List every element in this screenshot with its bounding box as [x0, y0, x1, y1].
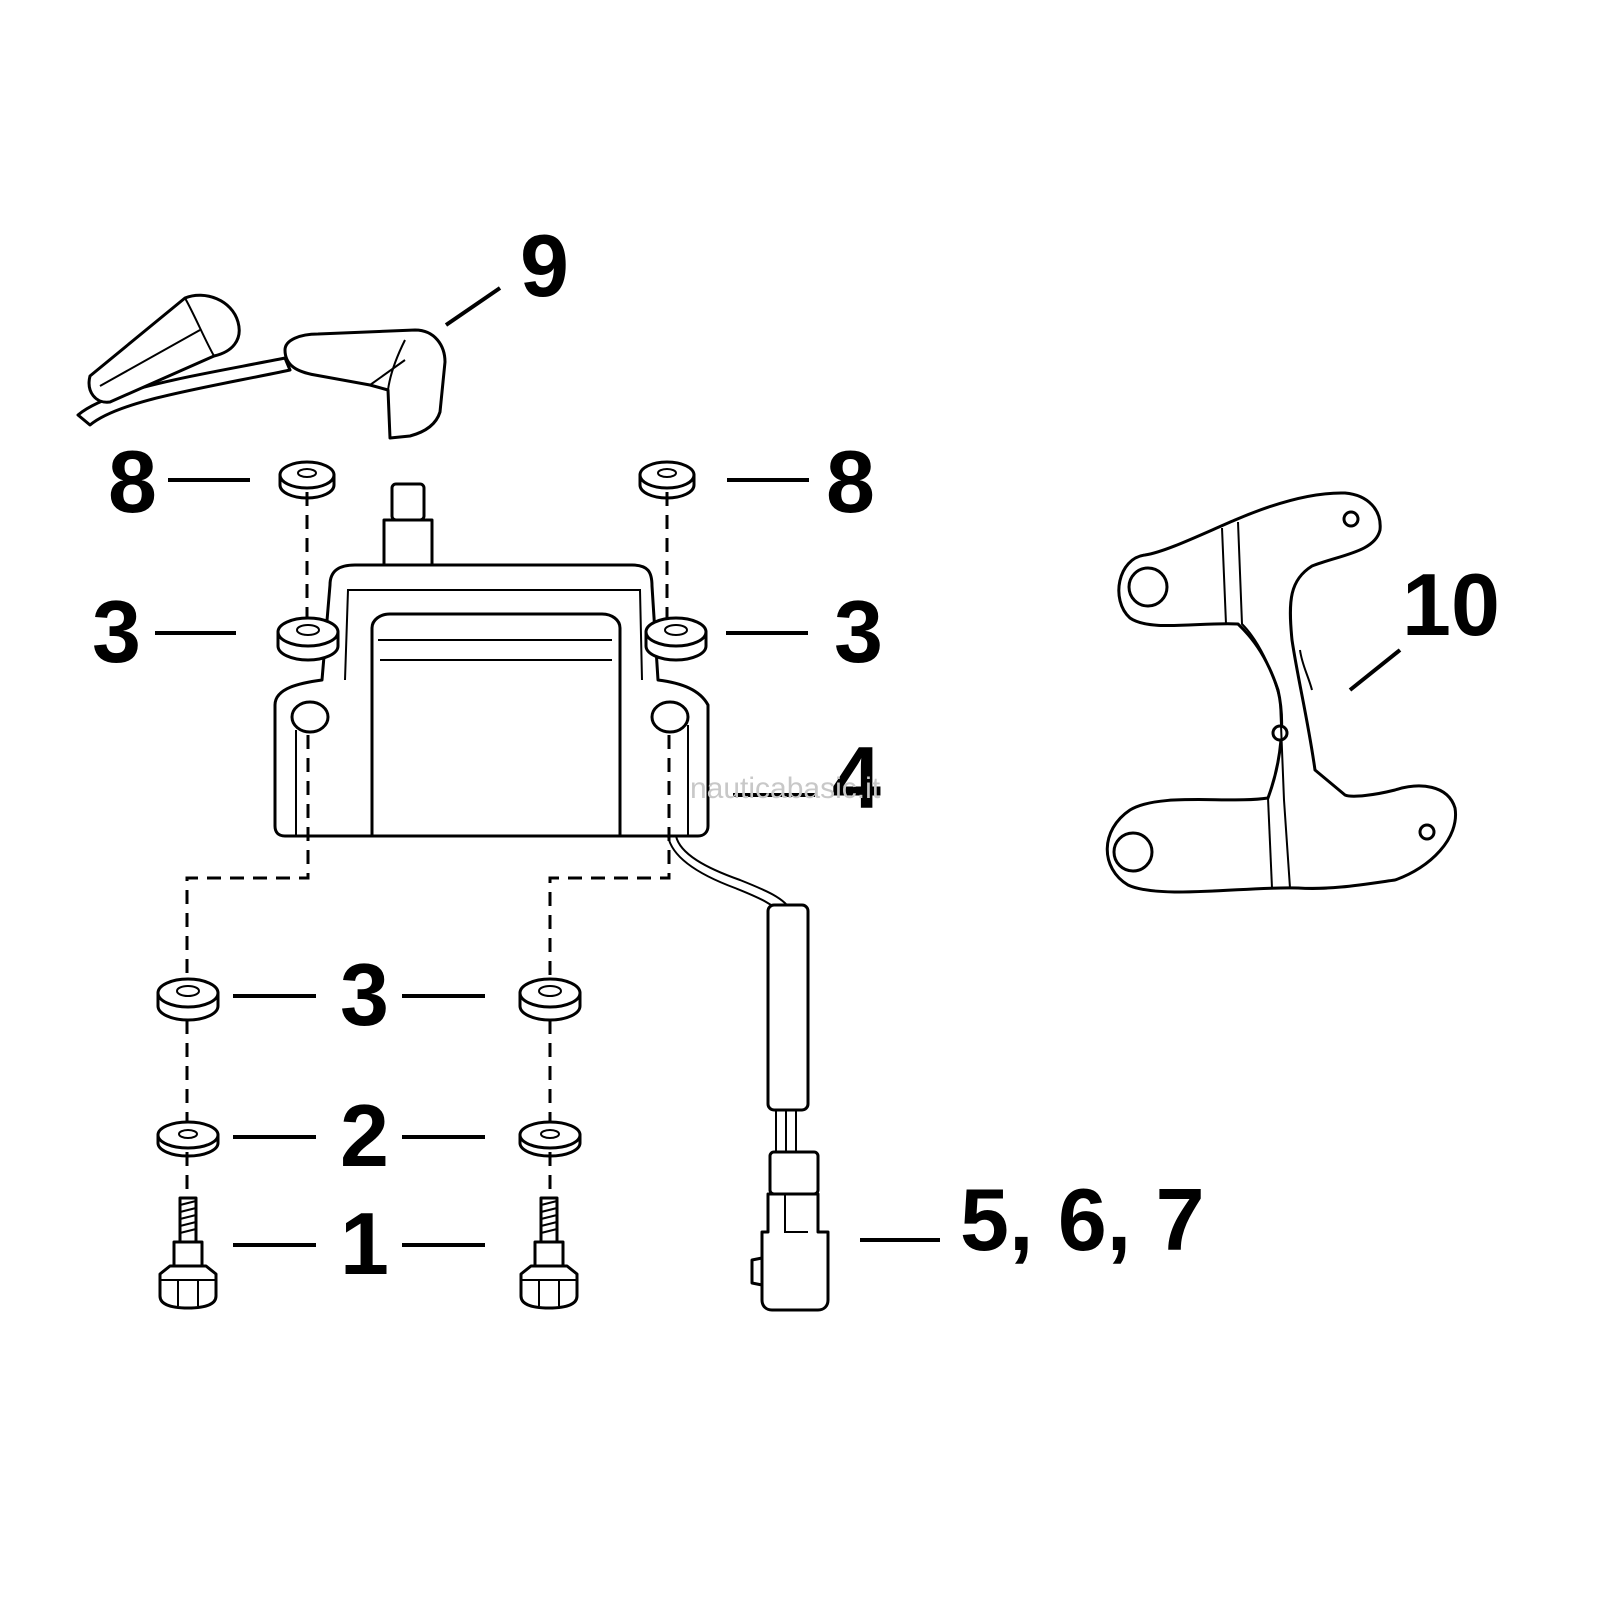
- part-2-washer-right: [518, 1120, 582, 1158]
- callout-8-left: 8: [108, 432, 157, 531]
- leader-lines: [155, 286, 1402, 1247]
- part-1-bolt-left: [158, 1196, 218, 1310]
- part-5-6-7-connector-harness: [667, 835, 830, 1312]
- watermark: nauticabasic.it: [690, 772, 881, 805]
- part-3-grommet-upper-left: [276, 616, 340, 662]
- callout-8-right: 8: [826, 432, 875, 531]
- part-10-mounting-bracket: [1105, 491, 1458, 894]
- part-1-bolt-right: [519, 1196, 579, 1310]
- callout-1: 1: [340, 1194, 389, 1293]
- callout-3-left: 3: [92, 582, 141, 681]
- part-9-spark-plug-lead: [76, 293, 447, 440]
- part-3-grommet-upper-right: [644, 616, 708, 662]
- callout-4: 4: [832, 728, 881, 827]
- callout-5-6-7: 5, 6, 7: [960, 1170, 1205, 1269]
- part-3-grommet-lower-right: [518, 977, 582, 1022]
- part-8-washer-right: [638, 460, 696, 500]
- callout-3-lower: 3: [340, 945, 389, 1044]
- callout-3-right: 3: [834, 582, 883, 681]
- callout-10: 10: [1402, 555, 1500, 654]
- part-2-washer-left: [156, 1120, 220, 1158]
- callout-9: 9: [520, 216, 569, 315]
- callout-2: 2: [340, 1086, 389, 1185]
- assembly-dashed-lines: [185, 492, 671, 1196]
- part-3-grommet-lower-left: [156, 977, 220, 1022]
- part-4-ignition-coil: [273, 482, 710, 838]
